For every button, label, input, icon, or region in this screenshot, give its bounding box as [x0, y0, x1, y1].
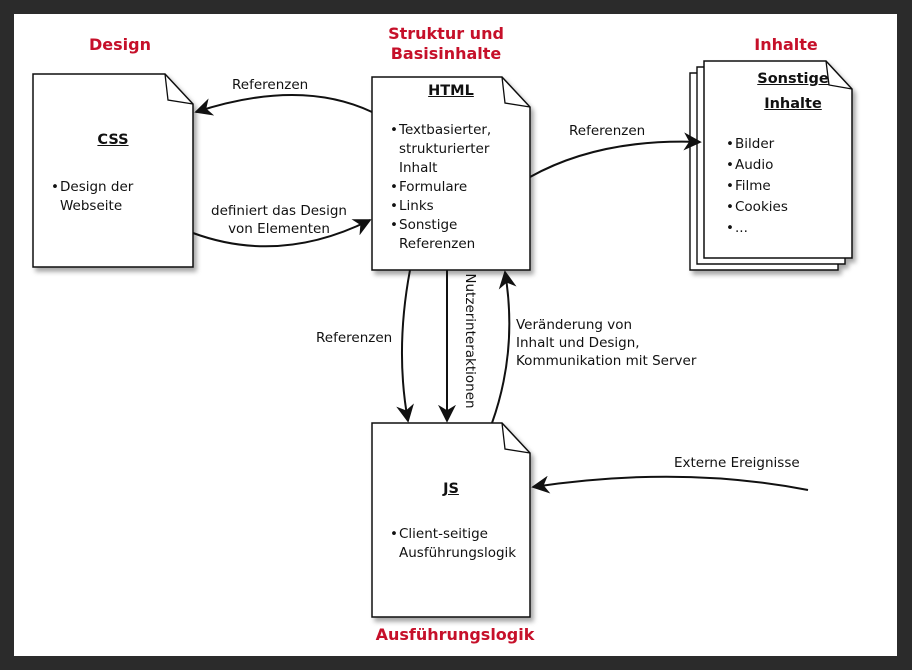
list-item: ...	[726, 218, 836, 239]
section-title-structure: Struktur und Basisinhalte	[380, 24, 512, 64]
edge-label-html-to-content: Referenzen	[569, 123, 646, 139]
list-item: Links	[390, 197, 518, 216]
edge-label-js-to-html-line2: Inhalt und Design,	[516, 335, 640, 351]
section-title-design: Design	[89, 35, 151, 54]
content-document-title: Sonstige Inhalte	[734, 67, 852, 117]
arrow-js-to-html	[491, 270, 517, 424]
arrow-html-to-js	[396, 269, 414, 423]
js-document: JS Client-seitige Ausführungslogik	[372, 423, 530, 617]
js-document-title: JS	[443, 481, 459, 497]
edge-label-html-to-js: Referenzen	[316, 330, 393, 346]
arrow-css-to-html	[192, 219, 372, 248]
section-title-structure-line2: Basisinhalte	[390, 44, 502, 63]
edge-label-user-interactions: Nutzerinteraktionen	[462, 273, 478, 409]
css-document: CSS Design der Webseite	[33, 74, 193, 267]
list-item: Filme	[726, 176, 836, 197]
css-document-list: Design der Webseite	[51, 178, 181, 216]
list-item: Sonstige Referenzen	[390, 216, 518, 254]
content-document: Sonstige Inhalte Bilder Audio Filme Cook…	[704, 61, 852, 258]
section-title-logic: Ausführungslogik	[375, 625, 535, 644]
list-item: Cookies	[726, 197, 836, 218]
edge-label-js-to-html-line3: Kommunikation mit Server	[516, 353, 697, 369]
js-document-list: Client-seitige Ausführungslogik	[390, 525, 522, 563]
list-item: Bilder	[726, 134, 836, 155]
edge-label-css-to-html-line2: von Elementen	[228, 221, 330, 237]
arrow-html-to-css	[194, 94, 373, 116]
css-document-shape	[32, 73, 194, 268]
edge-label-external-events: Externe Ereignisse	[674, 455, 800, 471]
edge-label-js-to-html: Veränderung von Inhalt und Design, Kommu…	[516, 316, 716, 370]
edge-label-js-to-html-line1: Veränderung von	[516, 317, 633, 333]
content-title-line1: Sonstige	[757, 71, 829, 87]
list-item: Audio	[726, 155, 836, 176]
html-document: HTML Textbasierter, strukturierter Inhal…	[372, 77, 530, 270]
edge-label-css-to-html-line1: definiert das Design	[211, 203, 347, 219]
css-document-title: CSS	[97, 132, 129, 148]
list-item: Textbasierter, strukturierter Inhalt	[390, 121, 518, 178]
content-document-list: Bilder Audio Filme Cookies ...	[726, 134, 836, 239]
section-title-structure-line1: Struktur und	[388, 24, 504, 43]
js-document-shape	[371, 422, 531, 618]
list-item: Design der Webseite	[51, 178, 181, 216]
content-title-line2: Inhalte	[764, 96, 822, 112]
list-item: Formulare	[390, 178, 518, 197]
arrow-external-events	[531, 475, 809, 494]
arrow-html-to-content	[529, 132, 702, 178]
html-document-list: Textbasierter, strukturierter Inhalt For…	[390, 121, 518, 254]
edge-label-css-to-html: definiert das Design von Elementen	[204, 202, 354, 238]
html-document-title: HTML	[428, 83, 474, 99]
edge-label-html-to-css: Referenzen	[232, 77, 309, 93]
list-item: Client-seitige Ausführungslogik	[390, 525, 522, 563]
section-title-inhalte: Inhalte	[754, 35, 818, 54]
